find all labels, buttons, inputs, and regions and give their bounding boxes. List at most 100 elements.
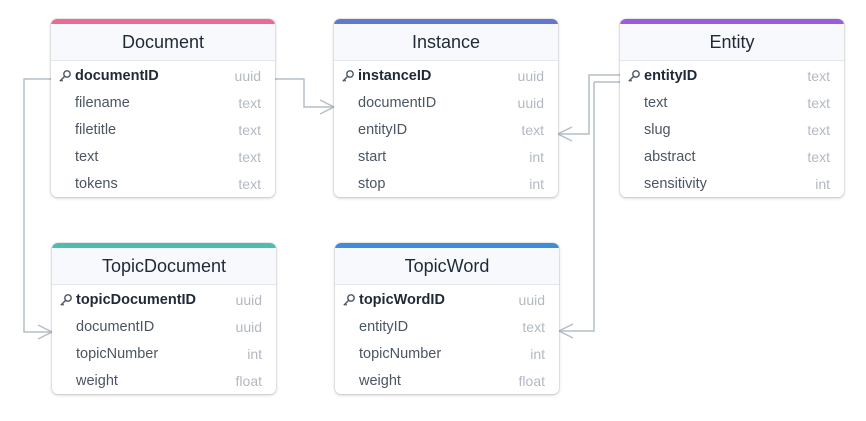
field-row[interactable]: entityID text [334,116,558,143]
field-name: documentID [358,94,437,111]
table-header[interactable]: TopicWord [335,243,559,285]
field-name: instanceID [358,67,432,84]
field-row[interactable]: stop int [334,170,558,197]
crowfoot-topicword-entityid [557,323,574,339]
crowfoot-instance-documentid [319,99,336,115]
field-name: filetitle [75,121,117,138]
field-row-primary-key[interactable]: instanceID uuid [334,62,558,89]
connector-document-topicdocument [23,78,52,333]
field-name: entityID [358,121,408,138]
field-row[interactable]: tokens text [51,170,275,197]
table-header[interactable]: Entity [620,19,844,61]
table-header[interactable]: Document [51,19,275,61]
field-row[interactable]: topicNumber int [52,340,276,367]
field-name: weight [76,372,118,389]
field-type: uuid [517,94,544,111]
field-type: text [807,94,830,111]
table-header[interactable]: TopicDocument [52,243,276,285]
table-title: Entity [709,31,755,52]
field-row[interactable]: weight float [335,367,559,394]
field-type: text [522,318,545,335]
field-list: topicDocumentID uuid documentID uuid top… [52,285,276,394]
field-type: text [521,121,544,138]
field-row-primary-key[interactable]: documentID uuid [51,62,275,89]
table-topicdocument[interactable]: TopicDocument topicDocumentID uuid docum… [52,243,276,394]
field-name: start [358,148,387,165]
field-name: stop [358,175,386,192]
field-type: float [518,372,545,389]
field-name: abstract [644,148,696,165]
connector-document-instance [275,78,334,108]
field-type: int [530,345,545,362]
table-topicword[interactable]: TopicWord topicWordID uuid entityID text… [335,243,559,394]
field-row[interactable]: filetitle text [51,116,275,143]
field-list: entityID text text text slug text abstra… [620,61,844,197]
field-name: weight [359,372,401,389]
table-header[interactable]: Instance [334,19,558,61]
field-row[interactable]: filename text [51,89,275,116]
field-list: documentID uuid filename text filetitle … [51,61,275,197]
field-type: uuid [235,318,262,335]
table-document[interactable]: Document documentID uuid filename text f… [51,19,275,197]
field-name: topicNumber [76,345,159,362]
field-name: entityID [359,318,409,335]
field-type: text [807,148,830,165]
table-entity[interactable]: Entity entityID text text text slug text… [620,19,844,197]
field-row-primary-key[interactable]: topicDocumentID uuid [52,286,276,313]
key-icon [343,294,355,306]
crowfoot-topicdocument-documentid [37,324,54,340]
field-row[interactable]: topicNumber int [335,340,559,367]
table-instance[interactable]: Instance instanceID uuid documentID uuid… [334,19,558,197]
field-row-primary-key[interactable]: entityID text [620,62,844,89]
connector-entity-topicword [559,82,595,332]
key-icon [59,70,71,82]
field-name: entityID [644,67,698,84]
field-type: uuid [518,291,545,308]
field-row[interactable]: sensitivity int [620,170,844,197]
field-type: uuid [235,291,262,308]
field-type: uuid [517,67,544,84]
field-name: tokens [75,175,118,192]
field-row[interactable]: slug text [620,116,844,143]
field-list: topicWordID uuid entityID text topicNumb… [335,285,559,394]
field-row[interactable]: documentID uuid [52,313,276,340]
field-row[interactable]: text text [51,143,275,170]
connector-entity-instance [558,74,620,135]
field-type: text [238,94,261,111]
field-row[interactable]: weight float [52,367,276,394]
field-type: int [529,148,544,165]
field-type: text [807,121,830,138]
field-name: filename [75,94,130,111]
key-icon [342,70,354,82]
field-type: int [815,175,830,192]
field-name: documentID [75,67,159,84]
field-type: text [238,121,261,138]
field-name: topicWordID [359,291,445,308]
field-row-primary-key[interactable]: topicWordID uuid [335,286,559,313]
table-title: Document [121,31,205,52]
field-name: topicNumber [359,345,442,362]
field-name: sensitivity [644,175,707,192]
field-type: text [807,67,830,84]
crowfoot-instance-entityid [556,126,573,142]
field-list: instanceID uuid documentID uuid entityID… [334,61,558,197]
key-icon [628,70,640,82]
field-row[interactable]: abstract text [620,143,844,170]
field-name: text [644,94,668,111]
table-title: Instance [411,31,481,52]
field-type: uuid [234,67,261,84]
field-type: text [238,175,261,192]
field-type: float [235,372,262,389]
field-type: text [238,148,261,165]
field-name: topicDocumentID [76,291,197,308]
field-type: int [529,175,544,192]
field-name: text [75,148,99,165]
field-type: int [247,345,262,362]
field-row[interactable]: entityID text [335,313,559,340]
field-name: slug [644,121,671,138]
table-title: TopicDocument [101,255,227,276]
field-row[interactable]: documentID uuid [334,89,558,116]
field-row[interactable]: start int [334,143,558,170]
field-row[interactable]: text text [620,89,844,116]
field-name: documentID [76,318,155,335]
